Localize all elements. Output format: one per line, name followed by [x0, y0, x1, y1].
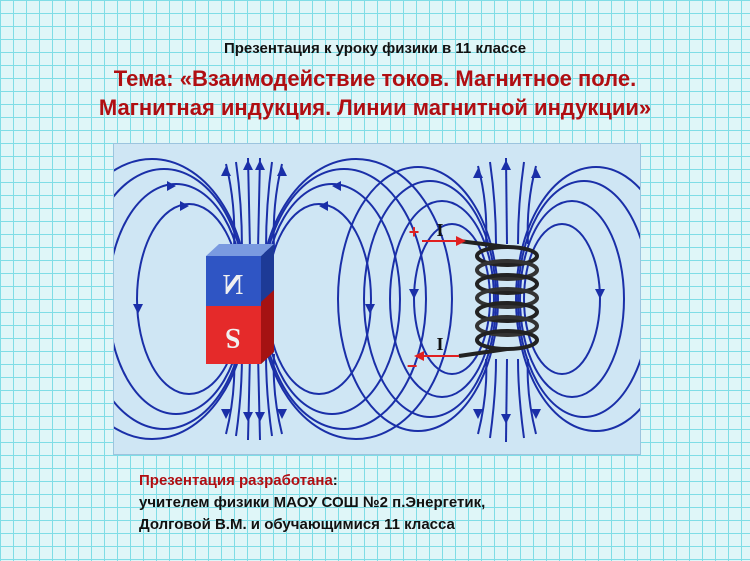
slide-title: Тема: «Взаимодействие токов. Магнитное п…: [98, 66, 652, 120]
credits-heading-row: Презентация разработана:: [139, 470, 699, 492]
solenoid-field-lines: [337, 157, 640, 443]
magnet-north-pole: [206, 256, 261, 306]
credits-line-2: Долговой В.М. и обучающимися 11 класса: [139, 516, 455, 533]
magnetic-field-figure: N S: [113, 143, 641, 455]
solenoid-field-arrows: [409, 160, 605, 424]
magnet-south-pole: [206, 306, 261, 364]
current-label-top: I: [436, 220, 443, 240]
credits-line-1: учителем физики МАОУ СОШ №2 п.Энергетик,: [139, 494, 486, 511]
minus-terminal-label: −: [407, 356, 418, 376]
solenoid-coil: [458, 239, 539, 358]
bar-magnet: N S: [206, 244, 274, 364]
credits-heading-colon: :: [332, 472, 338, 489]
credits-block: Презентация разработана: учителем физики…: [139, 470, 699, 536]
south-label: S: [225, 322, 241, 353]
credits-heading: Презентация разработана: [139, 472, 333, 489]
north-label: N: [223, 270, 243, 301]
slide-subtitle: Презентация к уроку физики в 11 классе: [223, 40, 527, 57]
magnet-field-arrows: [133, 160, 375, 422]
magnet-field-lines: [114, 157, 453, 441]
current-label-bottom: I: [436, 334, 443, 354]
plus-terminal-label: +: [409, 222, 420, 242]
solenoid-current-leads: + − I I: [407, 220, 466, 376]
